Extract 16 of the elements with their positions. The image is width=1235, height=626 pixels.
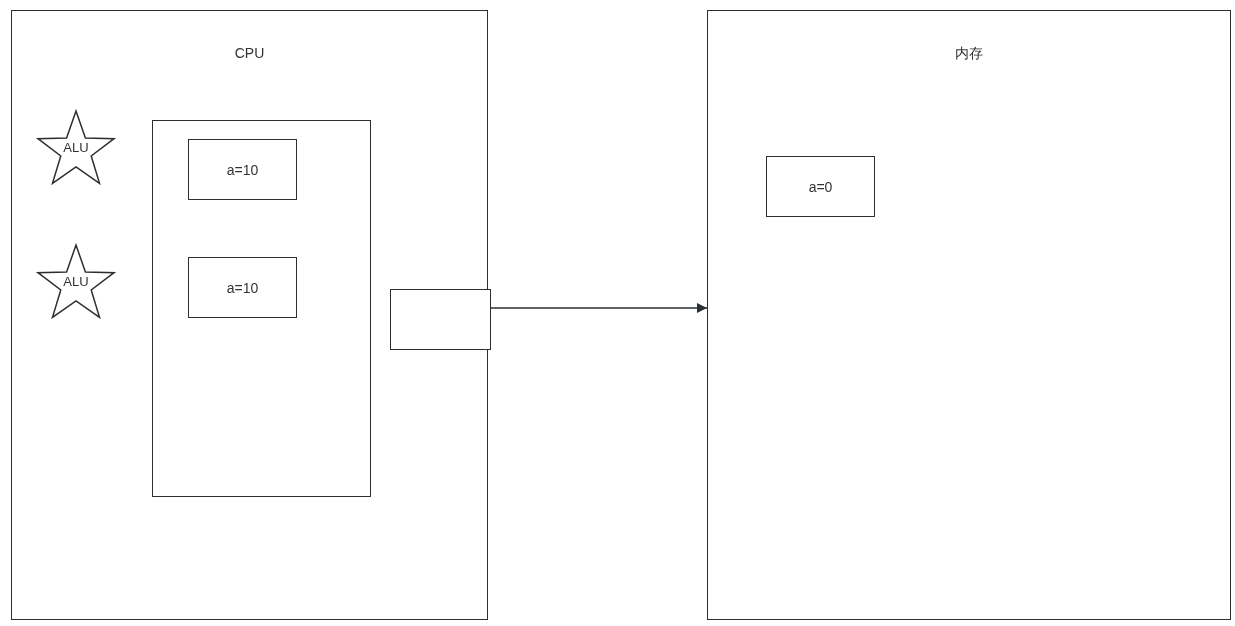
value-box [188, 139, 297, 200]
cpu-box [11, 10, 488, 620]
box-label: a=10 [225, 279, 260, 296]
box-title: CPU [233, 45, 266, 61]
box-label: ALU [62, 140, 90, 156]
value-box [188, 257, 297, 318]
value-box [766, 156, 875, 217]
box-label: a=10 [225, 161, 260, 178]
box-title: 内存 [954, 45, 984, 61]
memory-box [707, 10, 1231, 620]
arrow [490, 303, 708, 313]
box-label: a=0 [807, 178, 834, 195]
container-box [152, 120, 371, 497]
star-shape [36, 242, 116, 322]
star-shape [36, 108, 116, 188]
box-label: ALU [62, 274, 90, 290]
